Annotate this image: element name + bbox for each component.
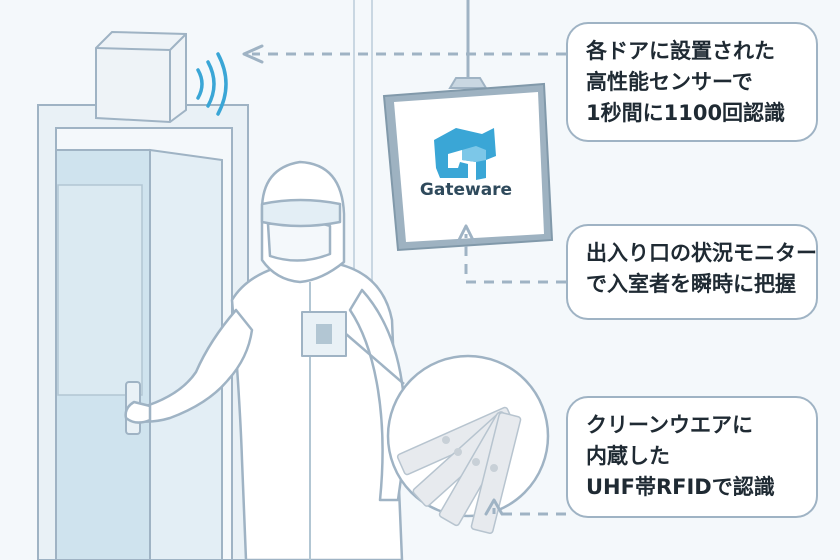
monitor-brand-label: Gateware [419,180,513,200]
callout-rfid-line-3: UHF帯RFIDで認識 [586,475,775,499]
tag-connector [345,333,405,385]
callout-sensor-line-2: 高性能センサーで [586,70,753,94]
callout-monitor-line-2: で入室者を瞬時に把握 [586,272,796,296]
door [37,104,249,560]
callout-rfid-line-2: 内蔵した [586,444,670,468]
gateware-logo-icon [434,128,496,180]
cleanroom-worker [124,160,406,560]
door-sensor [95,30,187,124]
arrow-up-icon [456,224,566,284]
callout-sensor-line-3: 1秒間に1100回認識 [586,101,786,125]
callout-monitor: 出入り口の状況モニター で入室者を瞬時に把握 [566,224,818,320]
rfid-tags-zoom [386,354,550,534]
arrow-left-icon [242,44,566,64]
callout-sensor-line-1: 各ドアに設置された [586,39,775,63]
callout-rfid-line-1: クリーンウエアに [586,413,753,437]
callout-rfid: クリーンウエアに 内蔵した UHF帯RFIDで認識 [566,396,818,518]
wifi-signal-icon [196,52,228,116]
callout-sensor: 各ドアに設置された 高性能センサーで 1秒間に1100回認識 [566,22,818,142]
arrow-up-rfid-icon [484,498,566,516]
callout-monitor-line-1: 出入り口の状況モニター [586,241,817,265]
monitor [382,0,554,252]
